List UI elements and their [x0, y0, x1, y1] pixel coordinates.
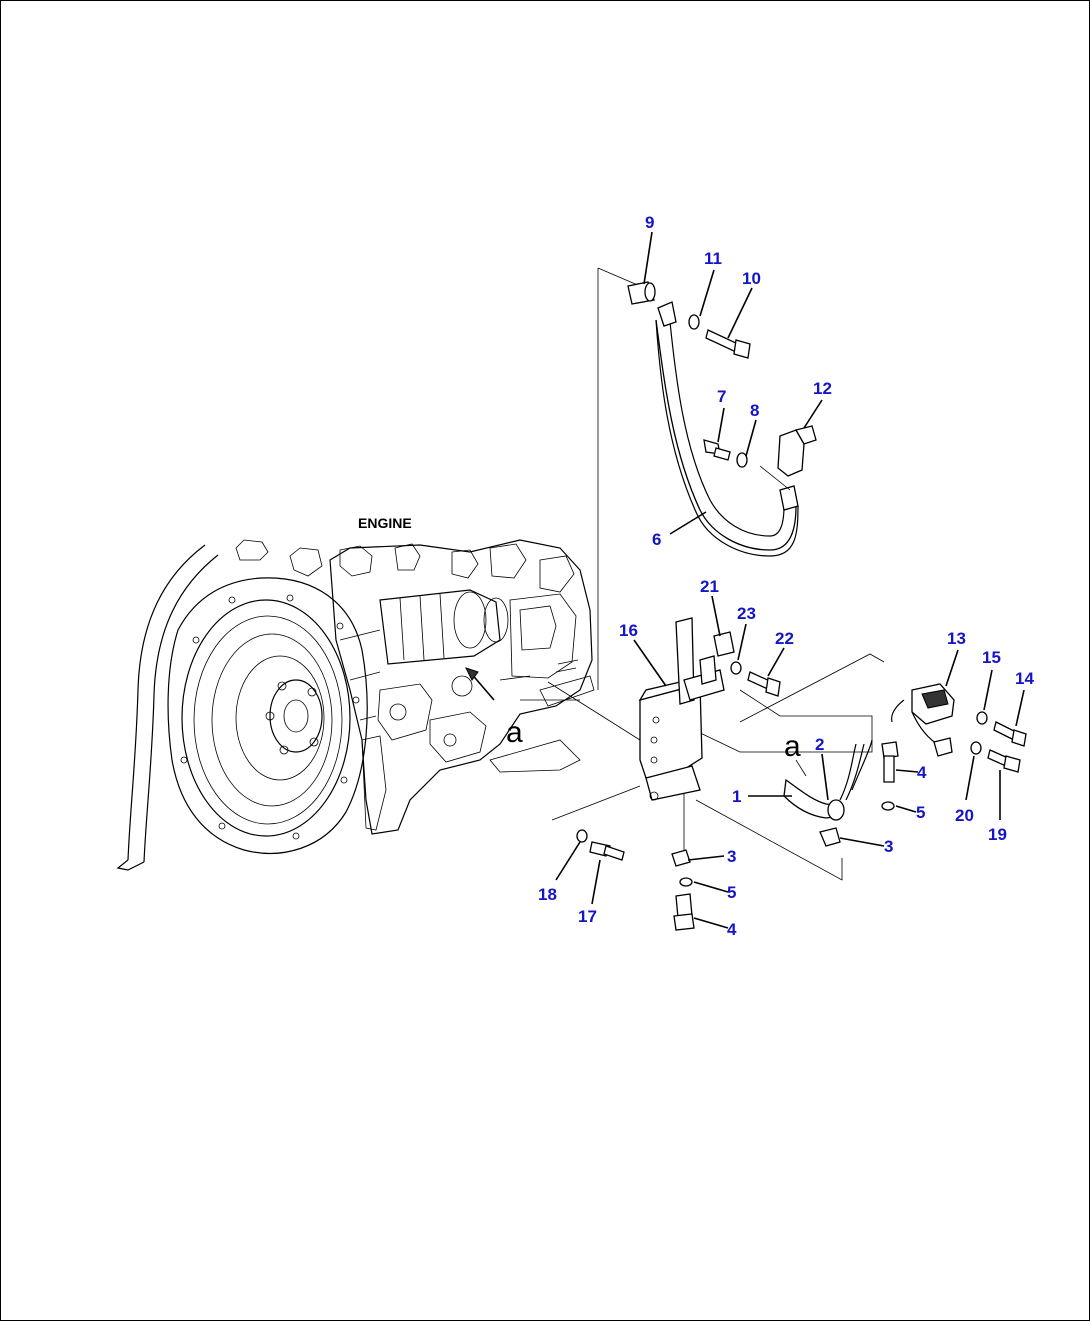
callout-11: 11 [704, 249, 722, 268]
callout-16: 16 [619, 621, 638, 640]
callout-4-lower: 4 [727, 920, 737, 939]
callout-1: 1 [732, 787, 741, 806]
callout-4-right: 4 [917, 763, 927, 782]
callout-5-lower: 5 [727, 883, 736, 902]
callout-14: 14 [1015, 669, 1034, 688]
callout-22: 22 [775, 629, 794, 648]
callout-21: 21 [700, 577, 719, 596]
callout-5-right: 5 [916, 803, 925, 822]
hose-assembly [597, 267, 817, 690]
callout-10: 10 [742, 269, 761, 288]
callout-numbers: 9 11 10 7 8 12 6 21 23 22 16 13 15 14 1 … [538, 213, 1034, 939]
engine-label: ENGINE [358, 515, 412, 531]
callout-3-lower: 3 [727, 847, 736, 866]
callout-13: 13 [947, 629, 966, 648]
callout-7: 7 [717, 387, 726, 406]
engine-drawing [116, 539, 595, 871]
callout-6: 6 [652, 530, 661, 549]
callout-18: 18 [538, 885, 557, 904]
callout-2: 2 [815, 735, 824, 754]
callout-8: 8 [750, 401, 759, 420]
leader-lines [555, 231, 1025, 929]
bracket-assembly [547, 617, 1027, 931]
callout-17: 17 [578, 907, 597, 926]
callout-15: 15 [982, 648, 1001, 667]
callout-9: 9 [645, 213, 654, 232]
callout-12: 12 [813, 379, 832, 398]
callout-20: 20 [955, 806, 974, 825]
view-a-engine-marker: a [506, 716, 523, 749]
callout-23: 23 [737, 604, 756, 623]
callout-19: 19 [988, 825, 1007, 844]
callout-3-right: 3 [884, 837, 893, 856]
view-a-detail-marker: a [784, 730, 801, 763]
